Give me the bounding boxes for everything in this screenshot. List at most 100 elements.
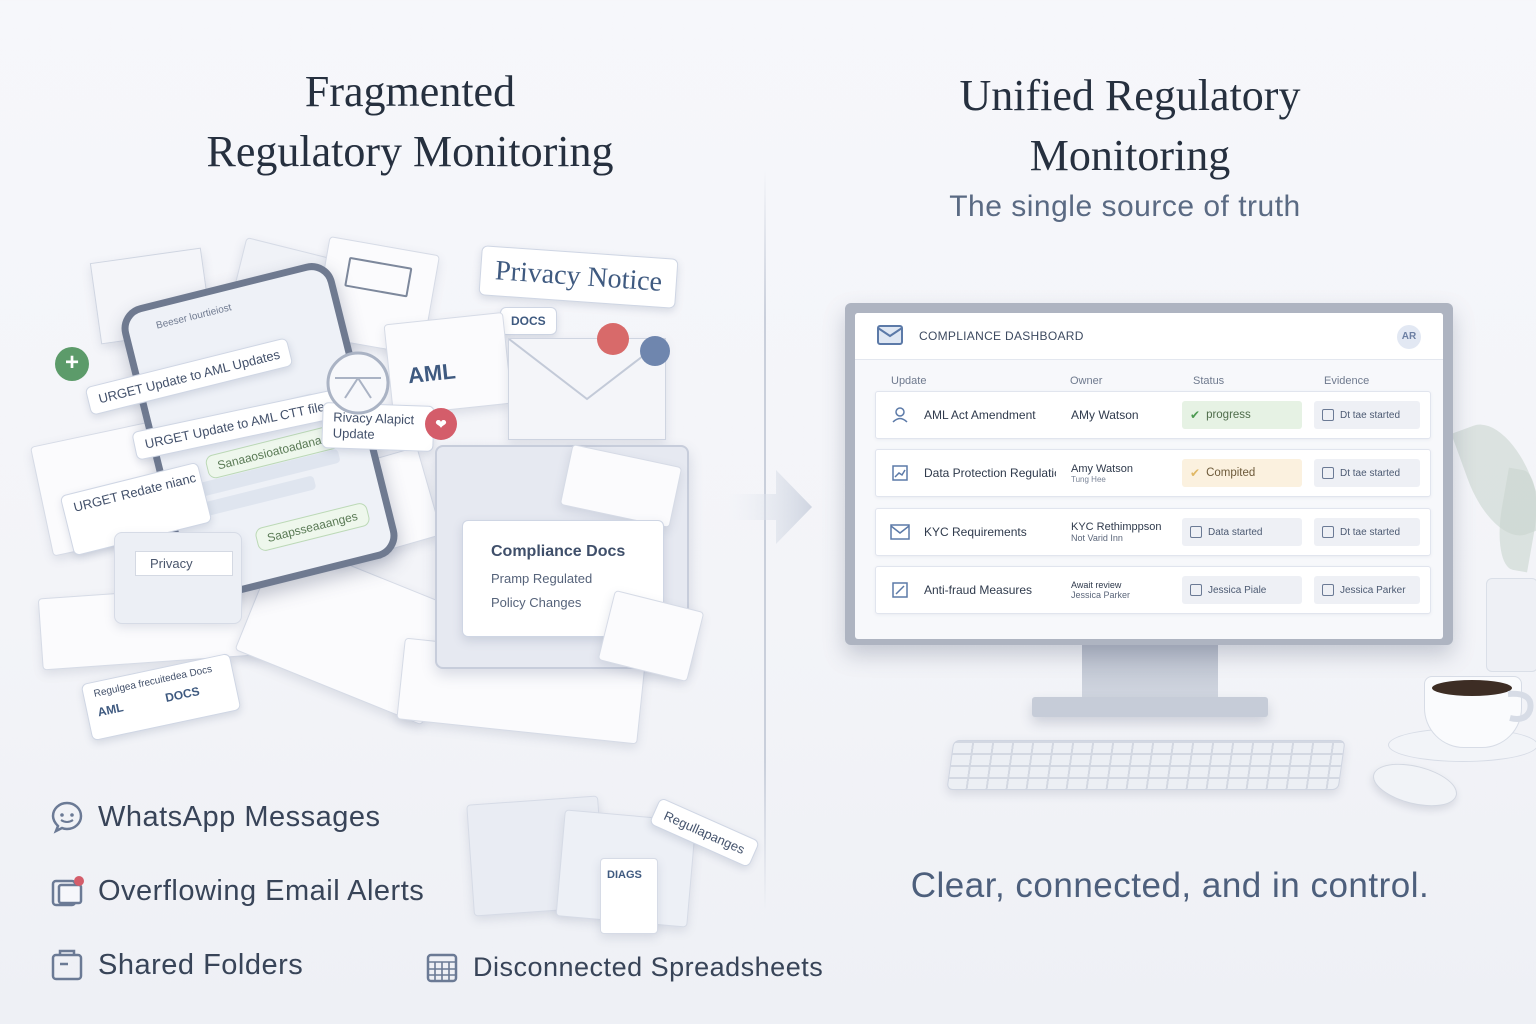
table-row[interactable]: Anti-fraud Measures Await review Jessica… <box>875 566 1431 614</box>
regulatory-docs-card: Regulgea frecuitedea Docs AML DOCS <box>80 652 242 742</box>
dashboard-title: COMPLIANCE DASHBOARD <box>919 329 1084 343</box>
row-owner: Amy Watson <box>1071 462 1133 475</box>
chart-icon <box>892 465 908 481</box>
checkbox-icon <box>1322 584 1334 596</box>
open-envelope <box>508 338 666 440</box>
legend-whatsapp: WhatsApp Messages <box>50 800 381 834</box>
status-badge: Data started <box>1182 518 1302 546</box>
aml-card: AML <box>383 311 513 417</box>
user-icon <box>892 407 908 423</box>
legend-label: WhatsApp Messages <box>98 800 381 833</box>
row-owner-block: KYC Rethimppson Not Varid Inn <box>1071 509 1162 555</box>
row-owner: Await review <box>1071 580 1122 590</box>
check-icon: ✔ <box>1190 408 1201 422</box>
checkbox-icon <box>1322 467 1334 479</box>
docs-label: DOCS <box>511 314 546 328</box>
status-badge: ✔ progress <box>1182 401 1302 429</box>
column-header-status: Status <box>1193 375 1225 387</box>
row-owner-sub: Jessica Parker <box>1071 590 1131 600</box>
status-text: Jessica Piale <box>1208 584 1267 596</box>
diags-label: DIAGS <box>607 869 642 881</box>
row-owner: KYC Rethimppson <box>1071 521 1162 533</box>
status-text: Compited <box>1206 467 1256 479</box>
notification-dot-blue <box>640 336 670 366</box>
regulatory-docs-aml: AML <box>96 700 125 720</box>
monitor-stand <box>1082 645 1218 700</box>
privacy-folder-label: Privacy <box>135 551 233 576</box>
email-alert-icon <box>50 874 84 908</box>
left-title-line1: Fragmented <box>304 67 516 116</box>
evidence-badge[interactable]: Dt tae started <box>1314 459 1420 487</box>
privacy-folder: Privacy <box>114 532 242 624</box>
left-title-line2: Regulatory Monitoring <box>206 127 614 176</box>
center-divider <box>764 170 766 910</box>
column-header-update: Update <box>891 375 927 387</box>
right-title-line1: Unified Regulatory <box>959 71 1301 120</box>
status-text: Data started <box>1208 526 1263 538</box>
clock-icon <box>326 351 390 415</box>
right-title: Unified Regulatory Monitoring <box>880 66 1380 186</box>
status-text: progress <box>1206 409 1251 421</box>
row-update: Anti-fraud Measures <box>924 583 1033 597</box>
legend-email: Overflowing Email Alerts <box>50 874 424 908</box>
row-owner-sub: Tung Hee <box>1071 474 1106 484</box>
computer-monitor: COMPLIANCE DASHBOARD AR Update Owner Sta… <box>845 303 1453 645</box>
right-subtitle: The single source of truth <box>949 190 1301 223</box>
row-update: Data Protection Regulatic <box>924 466 1056 480</box>
table-row[interactable]: AML Act Amendment AMy Watson ✔ progress … <box>875 391 1431 439</box>
privacy-notice-banner: Privacy Notice <box>478 245 679 309</box>
row-owner: AMy Watson <box>1071 408 1139 422</box>
column-header-owner: Owner <box>1070 375 1103 387</box>
dashboard-screen: COMPLIANCE DASHBOARD AR Update Owner Sta… <box>855 313 1443 639</box>
row-owner-block: Await review Jessica Parker <box>1071 567 1130 613</box>
table-row[interactable]: Data Protection Regulatic Amy Watson Tun… <box>875 449 1431 497</box>
computer-mouse <box>1368 756 1462 814</box>
chat-bubble-icon <box>50 800 84 834</box>
legend-label: Disconnected Spreadsheets <box>473 951 824 982</box>
table-row[interactable]: KYC Requirements KYC Rethimppson Not Var… <box>875 508 1431 556</box>
diags-document: DIAGS <box>600 858 658 934</box>
avatar[interactable]: AR <box>1397 325 1421 349</box>
aml-label: AML <box>406 358 457 389</box>
mail-icon <box>890 524 910 540</box>
keyboard <box>946 740 1346 790</box>
docs-stamp: DOCS <box>500 307 557 335</box>
evidence-text: Dt tae started <box>1340 526 1401 538</box>
legend-label: Overflowing Email Alerts <box>98 874 425 907</box>
column-header-evidence: Evidence <box>1324 375 1370 387</box>
cup-handle <box>1507 690 1534 722</box>
arrow-right-icon <box>728 470 812 544</box>
checkbox-icon <box>1190 526 1202 538</box>
evidence-text: Dt tae started <box>1340 409 1401 421</box>
notification-dot-red <box>597 323 629 355</box>
evidence-badge[interactable]: Jessica Parker <box>1314 576 1420 604</box>
folder-icon <box>50 948 84 982</box>
checkbox-icon <box>1322 409 1334 421</box>
row-update: AML Act Amendment <box>924 408 1036 422</box>
heart-badge-icon: ❤ <box>425 408 457 440</box>
compliance-docs-title: Compliance Docs <box>491 543 626 560</box>
row-owner-sub: Not Varid Inn <box>1071 533 1123 543</box>
left-title: Fragmented Regulatory Monitoring <box>150 62 670 182</box>
compliance-docs-item: Pramp Regulated <box>491 571 593 586</box>
mail-icon <box>877 325 903 345</box>
right-tagline: Clear, connected, and in control. <box>910 866 1430 905</box>
legend-spreadsheets: Disconnected Spreadsheets <box>425 950 823 984</box>
plus-badge-icon: + <box>55 347 89 381</box>
evidence-badge[interactable]: Dt tae started <box>1314 401 1420 429</box>
regulatory-docs-docs: DOCS <box>163 684 201 705</box>
check-icon: ✔ <box>1190 466 1201 480</box>
coffee <box>1432 680 1512 696</box>
legend-label: Shared Folders <box>98 948 304 981</box>
right-title-line2: Monitoring <box>1029 131 1231 180</box>
evidence-text: Jessica Parker <box>1340 584 1406 596</box>
spreadsheet-icon <box>425 950 459 984</box>
evidence-text: Dt tae started <box>1340 467 1401 479</box>
privacy-alert-sub: Update <box>332 425 375 442</box>
evidence-badge[interactable]: Dt tae started <box>1314 518 1420 546</box>
dashboard-header: COMPLIANCE DASHBOARD AR <box>855 313 1443 360</box>
edit-icon <box>892 582 908 598</box>
row-owner-block: Amy Watson Tung Hee <box>1071 450 1133 496</box>
legend-folders: Shared Folders <box>50 948 303 982</box>
checkbox-icon <box>1190 584 1202 596</box>
